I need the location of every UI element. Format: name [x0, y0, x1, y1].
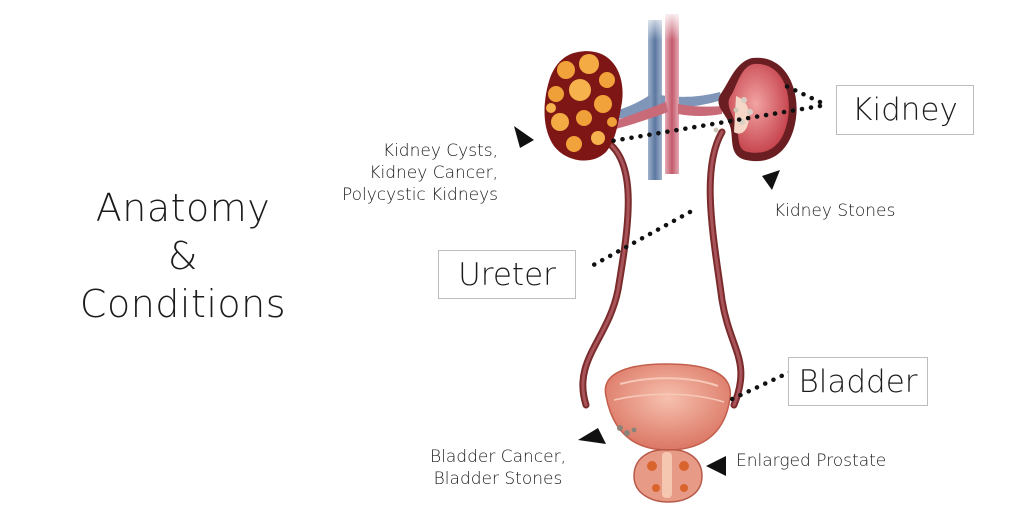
title-line-1: Anatomy — [95, 186, 271, 230]
note-line: Bladder Cancer, — [430, 447, 566, 467]
kidney-stones-note: Kidney Stones — [774, 201, 896, 221]
page-title: Anatomy & Conditions — [78, 184, 288, 328]
prostate-note: Enlarged Prostate — [736, 451, 887, 471]
note-line: Polycystic Kidneys — [341, 185, 498, 205]
ureters — [579, 128, 745, 409]
note-line: Kidney Cysts, — [382, 141, 498, 161]
prostate-organ — [633, 449, 703, 503]
kidney-healthy — [713, 57, 797, 162]
note-line: Kidney Cancer, — [369, 163, 498, 183]
ureter-label: Ureter — [438, 250, 576, 299]
kidney-diseased — [544, 51, 623, 161]
vena-cava — [610, 20, 722, 180]
arrowheads — [514, 126, 780, 476]
bladder-organ — [604, 363, 731, 451]
bladder-label: Bladder — [788, 357, 928, 406]
kidney-conditions-note: Kidney Cysts, Kidney Cancer, Polycystic … — [318, 140, 498, 206]
note-line: Bladder Stones — [433, 469, 563, 489]
leader-lines — [585, 83, 823, 403]
title-line-3: Conditions — [79, 282, 287, 326]
title-line-2: & — [167, 234, 199, 278]
aorta — [612, 14, 722, 174]
kidney-label: Kidney — [836, 85, 974, 135]
bladder-conditions-note: Bladder Cancer, Bladder Stones — [418, 446, 578, 490]
